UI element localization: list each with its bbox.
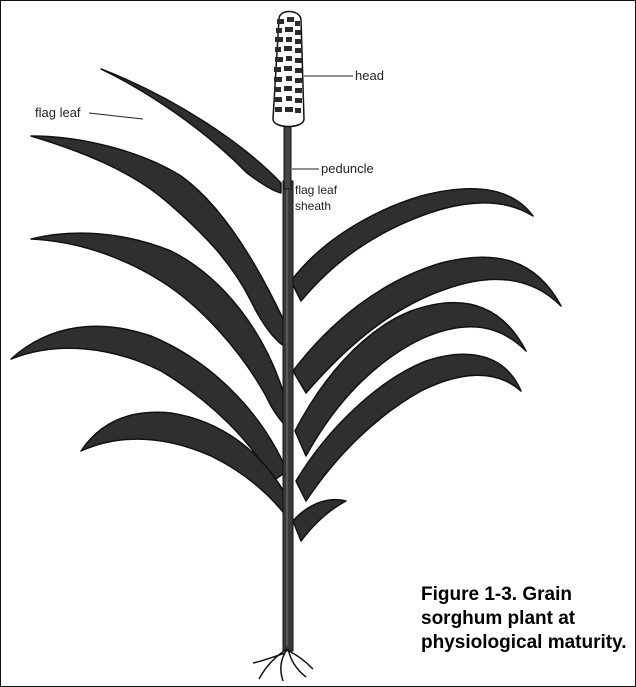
flag-leaf-sheath-label-line1: flag leaf	[295, 183, 337, 197]
stem	[283, 181, 293, 651]
flag-leaf-leader-line	[89, 113, 143, 119]
head-label: head	[355, 68, 384, 83]
peduncle	[284, 119, 291, 189]
flag-leaf-label: flag leaf	[35, 105, 81, 120]
peduncle-label: peduncle	[321, 161, 374, 176]
head-panicle	[273, 12, 304, 127]
roots	[253, 649, 313, 681]
figure-caption: Figure 1-3. Grain sorghum plant at physi…	[421, 583, 631, 655]
leaf-lower-stub	[293, 500, 346, 541]
flag-leaf-sheath-label-line2: sheath	[295, 199, 331, 213]
